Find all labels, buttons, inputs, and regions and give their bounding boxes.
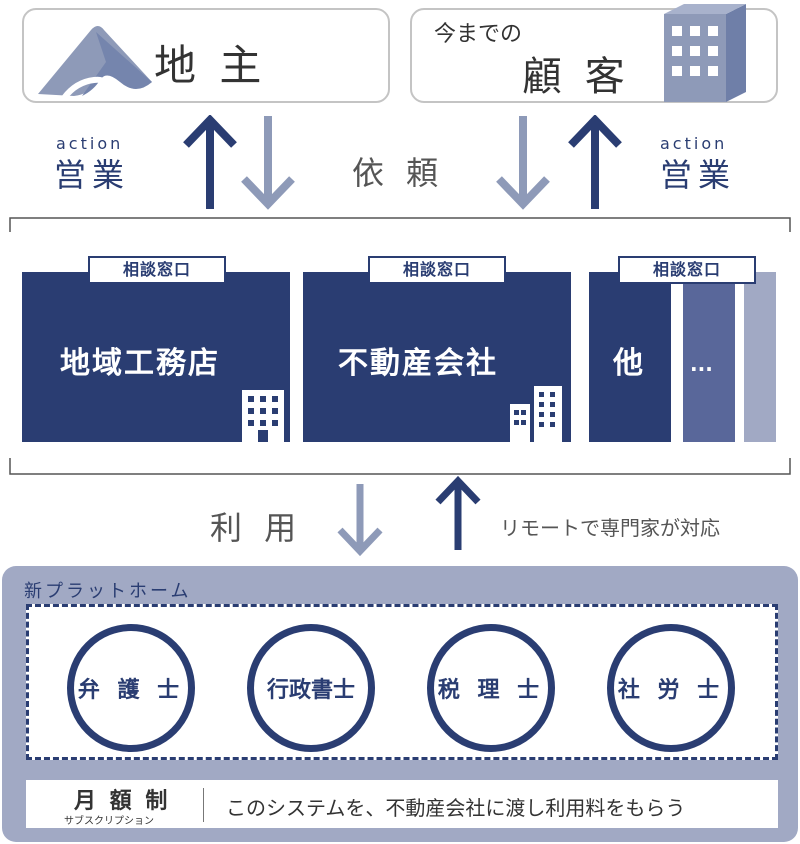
subscription-ruby: サブスクリプション	[64, 816, 154, 827]
landowner-label: 地 主	[154, 41, 267, 90]
arrow-up-icon	[435, 476, 481, 550]
office-building-icon	[664, 4, 746, 102]
subscription-bar	[26, 780, 778, 828]
consult-tab: 相談窓口	[368, 256, 506, 284]
labor-consultant-circle: 社 労 士	[607, 624, 735, 752]
action-left-small: action	[56, 134, 124, 153]
other-label: 他	[613, 346, 645, 381]
landowner-box: 地 主	[22, 8, 390, 103]
buildings-icon	[510, 386, 562, 442]
clients-label: 顧 客	[522, 54, 630, 100]
local-builder-label: 地域工務店	[60, 346, 220, 381]
arrow-down-icon	[496, 116, 550, 210]
more-label: ...	[690, 352, 713, 376]
lawyer-circle: 弁 護 士	[67, 624, 195, 752]
arrow-down-icon	[337, 484, 383, 557]
remote-label: リモートで専門家が対応	[500, 516, 720, 540]
use-label: 利 用	[210, 509, 303, 547]
consult-tab: 相談窓口	[88, 256, 226, 284]
subscription-title: 月 額 制	[74, 789, 171, 814]
action-right-small: action	[660, 134, 728, 153]
consult-tab: 相談窓口	[618, 256, 756, 284]
tax-accountant-circle: 税 理 士	[427, 624, 555, 752]
counter-bracket	[9, 217, 791, 475]
real-estate-label: 不動産会社	[338, 346, 498, 381]
more-panel	[683, 272, 735, 442]
action-right-label: 営業	[660, 156, 737, 194]
other-panel	[589, 272, 671, 442]
more-panel-light	[744, 272, 776, 442]
subscription-divider	[203, 788, 204, 822]
arrow-down-icon	[241, 116, 295, 210]
clients-box: 今までの 顧 客	[410, 4, 778, 103]
building-icon	[242, 390, 284, 442]
subscription-desc: このシステムを、不動産会社に渡し利用料をもらう	[226, 796, 686, 820]
platform-title: 新プラットホーム	[24, 581, 192, 602]
action-left-label: 営業	[54, 156, 131, 194]
admin-scrivener-circle: 行政書士	[247, 624, 375, 752]
clients-small-label: 今までの	[434, 22, 523, 47]
arrow-up-icon	[183, 115, 237, 209]
arrow-up-icon	[568, 115, 622, 209]
mountain-icon	[38, 26, 152, 100]
request-label: 依 頼	[352, 154, 445, 192]
